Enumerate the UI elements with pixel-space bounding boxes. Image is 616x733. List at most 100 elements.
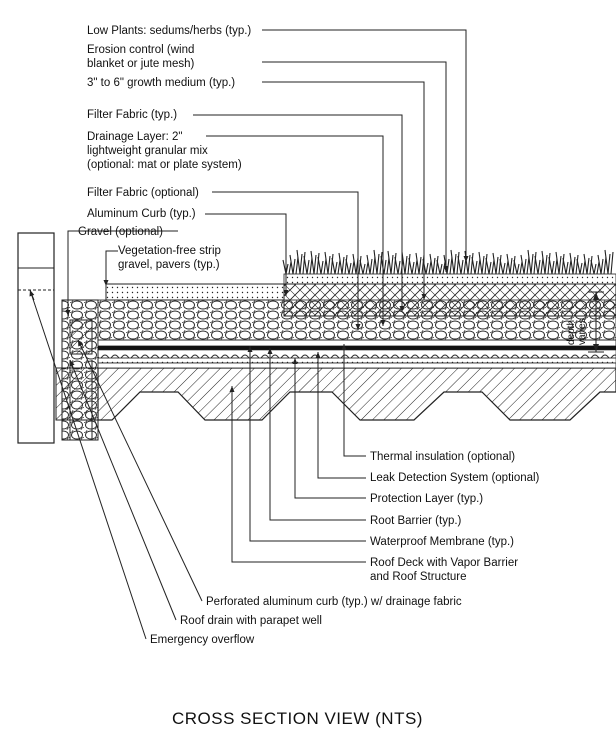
membrane-layers xyxy=(97,339,616,369)
leader-arrowhead xyxy=(229,386,235,392)
label-emergency-overflow: Emergency overflow xyxy=(150,634,255,646)
plant-blade xyxy=(359,259,369,275)
diagram-title: CROSS SECTION VIEW (NTS) xyxy=(172,709,423,728)
leader-line xyxy=(317,352,366,479)
leader-line xyxy=(205,213,287,296)
leader-arrowhead xyxy=(355,324,361,330)
plant-blade xyxy=(499,258,509,275)
plant-blade xyxy=(289,254,299,275)
label-thermal-insulation: Thermal insulation (optional) xyxy=(370,451,516,463)
leader-line xyxy=(193,114,403,312)
growth-medium xyxy=(283,283,616,317)
label-low-plants: Low Plants: sedums/herbs (typ.) xyxy=(87,25,252,37)
leader-line xyxy=(294,358,366,499)
plant-blade xyxy=(541,250,551,275)
leader-arrowhead xyxy=(341,344,347,350)
plant-blade xyxy=(590,259,600,275)
plant-blade xyxy=(583,253,593,275)
plant-blade xyxy=(562,257,572,275)
leader-line xyxy=(231,386,366,563)
leader-arrowhead xyxy=(69,360,75,367)
leader-arrowhead xyxy=(65,310,71,316)
label-perforated-curb: Perforated aluminum curb (typ.) w/ drain… xyxy=(206,596,462,608)
plant-blade xyxy=(373,249,383,275)
label-leak-detection: Leak Detection System (optional) xyxy=(370,472,540,484)
plant-blade xyxy=(506,253,516,275)
plant-blade xyxy=(317,256,327,275)
leader-line xyxy=(249,346,366,542)
plant-blade xyxy=(492,252,502,275)
label-protection-layer: Protection Layer (typ.) xyxy=(370,493,484,505)
plant-blade xyxy=(513,259,523,275)
plant-blade xyxy=(324,251,334,275)
label-erosion-control: Erosion control (wind blanket or jute me… xyxy=(87,44,195,70)
plant-blade xyxy=(471,256,481,275)
plant-blade xyxy=(443,254,453,275)
plant-blade xyxy=(331,257,341,275)
plant-blade xyxy=(520,254,530,275)
plant-blade xyxy=(282,259,292,275)
plant-blade xyxy=(401,251,411,275)
label-filter-fabric-typ: Filter Fabric (typ.) xyxy=(87,109,178,121)
leader-arrowhead xyxy=(103,280,109,286)
plant-blade xyxy=(310,250,320,275)
leader-arrowhead xyxy=(399,306,405,312)
leader-arrowhead xyxy=(267,348,273,354)
plant-blade xyxy=(485,257,495,275)
plant-blade xyxy=(555,251,565,275)
leader-arrowhead xyxy=(443,266,449,272)
label-filter-fabric-optional: Filter Fabric (optional) xyxy=(87,187,199,199)
plant-blade xyxy=(569,252,579,275)
vegetation xyxy=(282,249,614,275)
leader-line xyxy=(343,344,366,457)
plant-blade xyxy=(366,254,376,275)
label-root-barrier: Root Barrier (typ.) xyxy=(370,515,462,527)
label-roof-drain: Roof drain with parapet well xyxy=(180,615,322,627)
plant-blade xyxy=(436,259,446,275)
leader-line xyxy=(105,250,118,286)
leader-arrowhead xyxy=(292,358,298,364)
plant-blade xyxy=(387,250,397,275)
plant-blade xyxy=(450,249,460,275)
plant-blade xyxy=(303,255,313,275)
leader-arrowhead xyxy=(78,340,83,347)
plant-blade xyxy=(597,254,607,275)
label-depth-varies: depth varies xyxy=(566,318,588,345)
leader-line xyxy=(69,359,177,621)
plant-blade xyxy=(429,253,439,275)
leader-arrowhead xyxy=(283,290,289,296)
leader-lines xyxy=(29,29,469,640)
label-growth-medium: 3" to 6" growth medium (typ.) xyxy=(87,77,236,89)
plant-blade xyxy=(548,256,558,275)
leader-arrowhead xyxy=(421,294,427,300)
plant-blade xyxy=(604,249,614,275)
label-drainage-layer: Drainage Layer: 2" lightweight granular … xyxy=(87,131,242,171)
leader-line xyxy=(262,61,447,272)
leader-line xyxy=(262,81,425,300)
plant-blade xyxy=(352,253,362,275)
leader-arrowhead xyxy=(247,346,253,352)
depth-dimension xyxy=(588,291,604,353)
leader-line xyxy=(262,29,467,262)
leader-line xyxy=(206,135,384,326)
label-gravel-optional: Gravel (optional) xyxy=(78,226,164,238)
leader-line xyxy=(77,339,203,602)
plant-blade xyxy=(576,258,586,275)
leader-arrowhead xyxy=(315,352,321,358)
plant-blade xyxy=(296,249,306,275)
roof-deck-structure xyxy=(97,367,616,421)
leader-arrowhead xyxy=(380,320,386,326)
label-waterproof-membrane: Waterproof Membrane (typ.) xyxy=(370,536,515,548)
parapet-wall xyxy=(17,232,55,444)
plant-blade xyxy=(380,255,390,275)
label-aluminum-curb: Aluminum Curb (typ.) xyxy=(87,208,196,220)
plant-blade xyxy=(478,251,488,275)
plant-blade xyxy=(345,258,355,275)
leader-arrowhead xyxy=(29,290,35,297)
leader-line xyxy=(67,230,178,316)
leader-line xyxy=(29,289,147,640)
plant-blade xyxy=(534,255,544,275)
plant-blade xyxy=(527,249,537,275)
